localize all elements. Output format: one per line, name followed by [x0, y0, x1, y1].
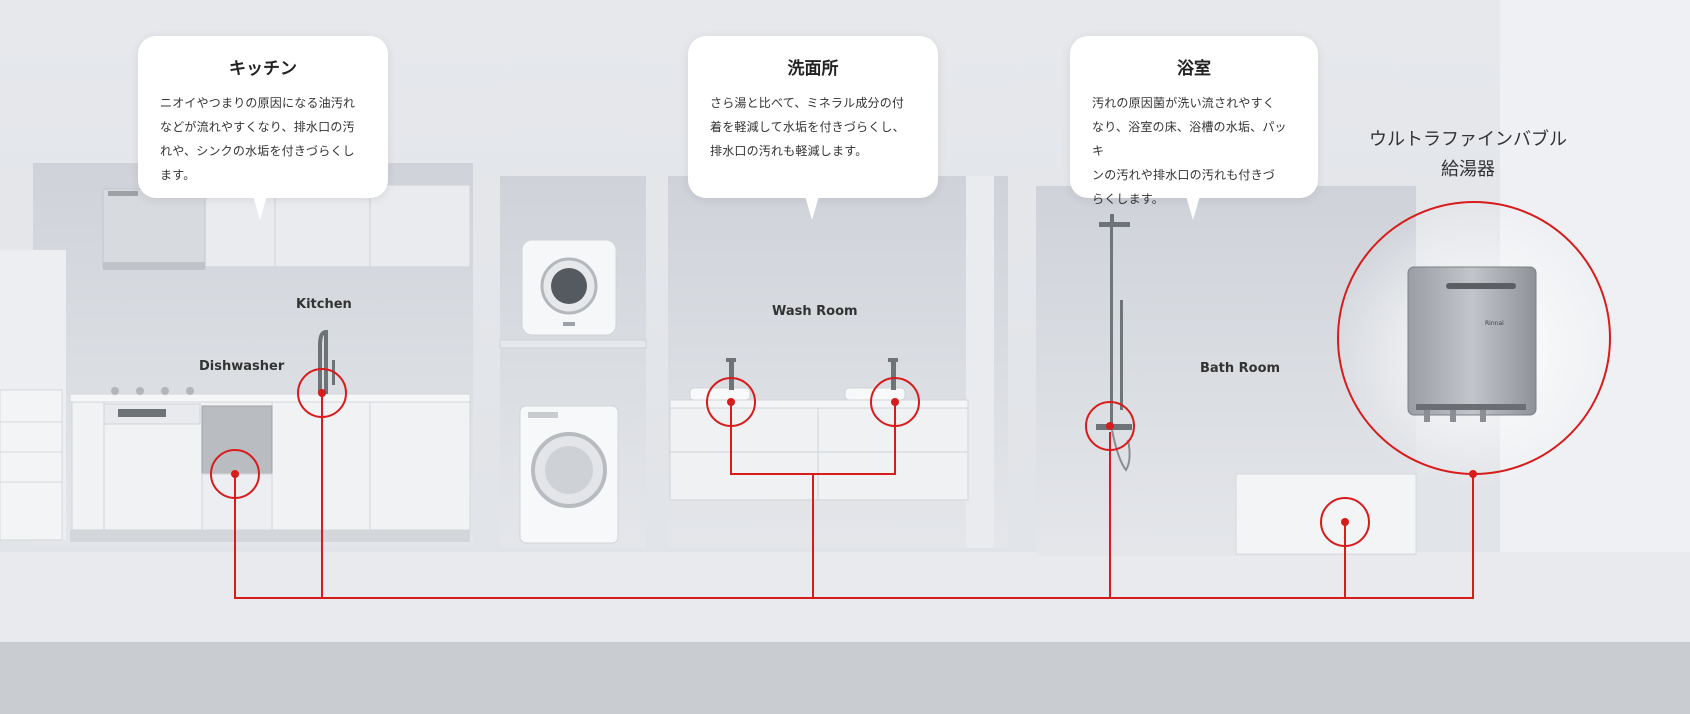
washroom-label: Wash Room: [772, 304, 858, 319]
connector-dots: [231, 389, 1477, 526]
faucet-icon: [888, 358, 898, 390]
bathroom-bubble-title: 浴室: [1177, 59, 1211, 79]
dryer-icon: [521, 239, 617, 336]
washroom-bubble-title: 洗面所: [787, 59, 839, 79]
dishwasher-marker-ring: [210, 449, 260, 499]
kitchen-marker-ring: [297, 368, 347, 418]
washroom-text-line: さら湯と比べて、ミネラル成分の付: [710, 96, 905, 110]
heater-title: ウルトラファインバブル 給湯器: [1348, 125, 1588, 185]
washroom: [668, 176, 1008, 548]
main-pipe: [234, 474, 1474, 599]
washroom-left-marker-ring: [706, 377, 756, 427]
kitchen-text-line: ニオイやつまりの原因になる油汚れ: [160, 96, 356, 110]
range-hood-icon: [102, 188, 206, 270]
washroom-text-line: 排水口の汚れも軽減します。: [710, 144, 868, 158]
heater-title-line1: ウルトラファインバブル: [1369, 129, 1567, 150]
bathroom-text-line: なり、浴室の床、浴槽の水垢、パッキ: [1092, 120, 1287, 158]
bathroom-bubble: 浴室 汚れの原因菌が洗い流されやすく なり、浴室の床、浴槽の水垢、パッキ ンの汚…: [1070, 36, 1318, 220]
laundry-room: [499, 176, 647, 548]
dishwasher-label: Dishwasher: [199, 359, 285, 374]
kitchen-bubble-text: ニオイやつまりの原因になる油汚れ などが流れやすくなり、排水口の汚 れや、シンク…: [160, 91, 366, 187]
bathroom-text-line: 汚れの原因菌が洗い流されやすく: [1092, 96, 1276, 110]
bathtub: [1235, 473, 1417, 555]
kitchen-room: [0, 163, 473, 546]
shower-marker-ring: [1085, 401, 1135, 451]
water-heater-icon: [1407, 266, 1537, 422]
ground: [0, 642, 1690, 714]
washroom-text-line: 着を軽減して水垢を付きづらくし、: [710, 120, 905, 134]
bathroom-label: Bath Room: [1200, 361, 1281, 376]
heater-brand: Rinnai: [1485, 320, 1504, 327]
bathroom-bubble-text: 汚れの原因菌が洗い流されやすく なり、浴室の床、浴槽の水垢、パッキ ンの汚れや排…: [1092, 91, 1296, 211]
kitchen-bubble-title: キッチン: [229, 59, 297, 79]
kitchen-label: Kitchen: [296, 297, 352, 312]
washroom-bubble-text: さら湯と比べて、ミネラル成分の付 着を軽減して水垢を付きづらくし、 排水口の汚れ…: [710, 91, 916, 163]
kitchen-text-line: ます。: [160, 168, 196, 182]
washing-machine-icon: [519, 405, 619, 544]
kitchen-text-line: などが流れやすくなり、排水口の汚: [160, 120, 355, 134]
washroom-bubble: 洗面所 さら湯と比べて、ミネラル成分の付 着を軽減して水垢を付きづらくし、 排水…: [688, 36, 938, 220]
washroom-right-marker-ring: [870, 377, 920, 427]
bathroom-text-line: らくします。: [1092, 192, 1165, 206]
kitchen-text-line: れや、シンクの水垢を付きづらくし: [160, 144, 355, 158]
bathroom-text-line: ンの汚れや排水口の汚れも付きづ: [1092, 168, 1276, 182]
shower-icon: [1096, 214, 1132, 472]
kitchen-bubble: キッチン ニオイやつまりの原因になる油汚れ などが流れやすくなり、排水口の汚 れ…: [138, 36, 388, 220]
heater-title-line2: 給湯器: [1441, 159, 1495, 180]
bathtub-marker-ring: [1320, 497, 1370, 547]
faucet-icon: [726, 358, 736, 390]
